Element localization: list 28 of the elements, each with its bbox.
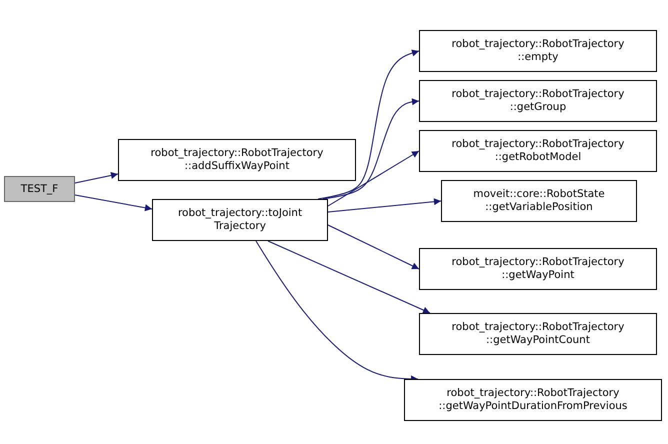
function-box: [419, 313, 657, 355]
function-name: robot_trajectory::RobotTrajectory ::getWayPointDurationFromPrevious: [438, 387, 628, 413]
function-name: robot_trajectory::RobotTrajectory ::empty: [452, 38, 624, 64]
call-arrow: [322, 98, 420, 200]
call-arrow: [328, 150, 420, 206]
call-arrow: [268, 240, 430, 314]
function-name: robot_trajectory::RobotTrajectory ::getGroup: [452, 88, 624, 114]
function-name: robot_trajectory::RobotTrajectory ::getWayPoint: [452, 256, 624, 282]
function-box: [419, 80, 657, 122]
function-name: robot_trajectory::RobotTrajectory ::getRobotModel: [452, 138, 624, 164]
call-arrow: [328, 224, 420, 270]
call-arrow: [74, 172, 118, 184]
call-arrow: [318, 50, 420, 200]
function-box: [152, 199, 328, 241]
call-arrow: [74, 194, 152, 212]
function-box: [419, 248, 657, 290]
function-box: [4, 176, 75, 202]
function-name: robot_trajectory::RobotTrajectory ::addSuffixWayPoint: [150, 147, 324, 173]
function-name: robot_trajectory::toJoint Trajectory: [178, 207, 302, 233]
function-box: [419, 30, 657, 72]
call-arrow: [328, 198, 442, 212]
function-box: [441, 180, 637, 222]
function-name: robot_trajectory::RobotTrajectory ::getWayPointCount: [452, 321, 624, 347]
function-box: [404, 379, 662, 421]
function-name: moveit::core::RobotState ::getVariablePosition: [473, 188, 605, 214]
function-box: [118, 139, 356, 181]
function-box: [419, 130, 657, 172]
function-name: TEST_F: [20, 182, 58, 196]
